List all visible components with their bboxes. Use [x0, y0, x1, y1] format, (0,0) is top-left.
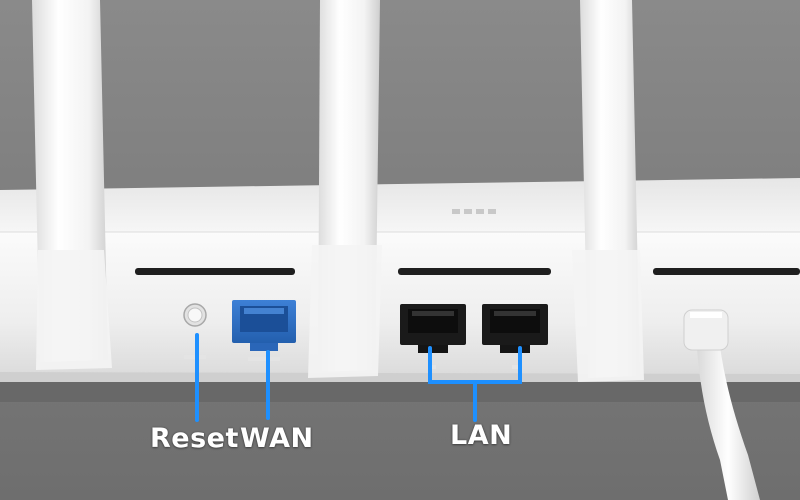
lan-callout-bracket: [428, 346, 522, 422]
brand-logo: [452, 209, 496, 214]
reset-label: Reset: [150, 423, 239, 454]
lan-label: LAN: [450, 420, 513, 451]
power-cable: [683, 309, 760, 500]
lan-port-1: [400, 304, 466, 369]
wan-label: WAN: [240, 423, 314, 454]
wan-port: [232, 300, 296, 361]
reset-button: [183, 303, 207, 359]
vent-slots: [135, 268, 800, 275]
callout-lines: [195, 333, 522, 422]
antenna-2: [308, 0, 382, 378]
antenna-3: [572, 0, 644, 382]
antenna-1: [32, 0, 112, 370]
router-body: [0, 178, 800, 382]
lan-port-2: [482, 304, 548, 369]
